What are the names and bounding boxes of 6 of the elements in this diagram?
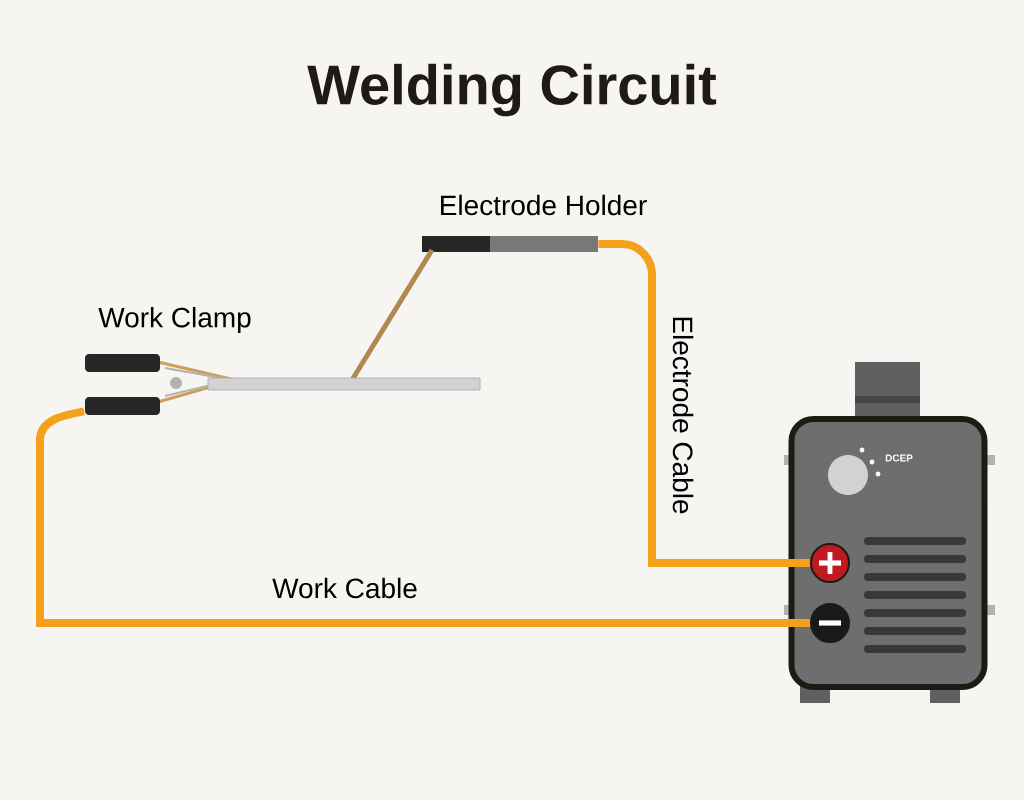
cable-label: Work Cable	[272, 577, 417, 599]
title: Welding Circuit	[307, 63, 717, 117]
cable-label: Electrode Cable	[672, 317, 694, 514]
part-label: Electrode Holder	[441, 194, 647, 216]
part-label: Work Clamp	[98, 306, 251, 334]
workpiece-bar	[207, 377, 481, 391]
